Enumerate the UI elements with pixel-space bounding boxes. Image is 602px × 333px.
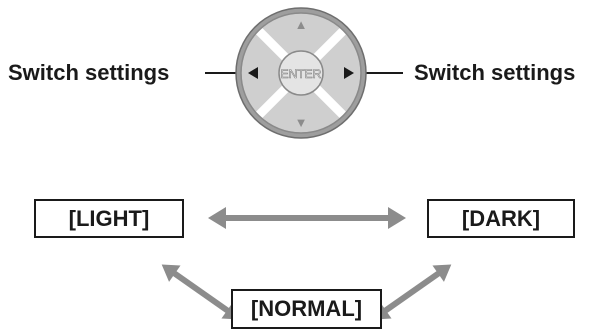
- mode-light-box: [LIGHT]: [34, 199, 184, 238]
- mode-normal-box: [NORMAL]: [231, 289, 382, 329]
- enter-button[interactable]: [278, 50, 324, 96]
- down-arrow-icon[interactable]: ▼: [295, 115, 308, 130]
- enter-label: ENTER: [281, 67, 322, 81]
- mode-arrows: [161, 207, 452, 320]
- mode-dark-box: [DARK]: [427, 199, 575, 238]
- up-arrow-icon[interactable]: ▲: [295, 17, 308, 32]
- right-switch-settings-label: Switch settings: [414, 60, 576, 85]
- left-arrow-icon[interactable]: [248, 67, 258, 79]
- left-switch-settings-label: Switch settings: [8, 60, 170, 85]
- direction-pad: ENTER ▲ ▼: [235, 7, 367, 139]
- light-dark-arrow: [208, 207, 406, 229]
- right-arrow-icon[interactable]: [344, 67, 354, 79]
